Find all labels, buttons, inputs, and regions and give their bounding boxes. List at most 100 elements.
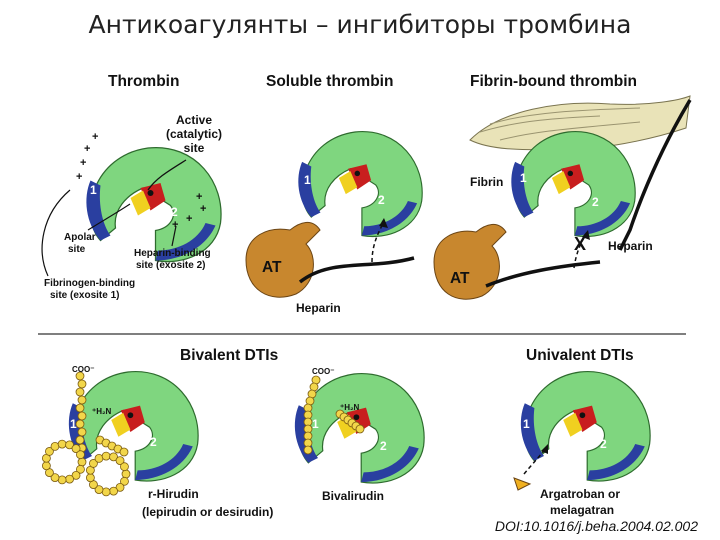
r-hirudin-label: r-Hirudin — [148, 487, 199, 501]
fibrin-clot — [469, 95, 692, 251]
peptide-bead — [77, 379, 87, 389]
svg-text:+: + — [196, 191, 202, 203]
svg-text:+: + — [80, 157, 86, 169]
hirudin-coo-label: COO⁻ — [72, 365, 94, 374]
fibrin-bound-thrombin-molecule: 1 2 — [510, 131, 636, 238]
svg-text:2: 2 — [600, 437, 607, 451]
peptide-bead — [75, 419, 85, 429]
peptide-bead — [89, 459, 98, 468]
peptide-bead — [71, 470, 81, 480]
active-site-pointer — [147, 159, 187, 191]
peptide-bead — [77, 411, 87, 421]
blocked-x-mark: X — [574, 234, 586, 254]
doi-citation: DOI:10.1016/j.beha.2004.02.002 — [494, 518, 698, 534]
peptide-bead — [115, 456, 125, 466]
header-soluble-thrombin: Soluble thrombin — [266, 73, 393, 90]
header-fibrin-bound-thrombin: Fibrin-bound thrombin — [470, 73, 637, 90]
argatroban-label-1: Argatroban or — [540, 487, 620, 501]
soluble-thrombin-molecule: 1 2 — [297, 131, 423, 238]
peptide-bead — [65, 440, 74, 450]
fibrinogen-site-pointer — [41, 189, 71, 277]
peptide-bead — [77, 457, 87, 467]
argatroban-molecule — [513, 477, 532, 491]
peptide-bead — [41, 461, 51, 471]
peptide-bead — [303, 445, 313, 455]
svg-text:1: 1 — [520, 171, 527, 185]
peptide-bead — [75, 403, 85, 413]
svg-text:+: + — [92, 131, 98, 143]
heparin-site-pointer — [171, 225, 177, 247]
peptide-bead — [75, 435, 85, 445]
svg-text:AT: AT — [262, 259, 282, 276]
svg-text:+: + — [172, 219, 178, 231]
fibrinogen-site-label-1: Fibrinogen-binding — [44, 278, 135, 289]
peptide-bead — [57, 439, 67, 449]
svg-text:1: 1 — [304, 173, 311, 187]
active-site-label-2: (catalytic) — [166, 127, 222, 141]
peptide-bead — [121, 469, 131, 479]
peptide-bead — [115, 482, 125, 492]
antithrombin-fibrin: AT — [433, 224, 507, 300]
apolar-label-1: Apolar — [64, 232, 96, 243]
slide-title: Антикоагулянты – ингибиторы тромбина — [88, 10, 632, 39]
argatroban-label-2: melagatran — [550, 503, 614, 517]
svg-text:+: + — [200, 203, 206, 215]
peptide-bead — [85, 473, 95, 483]
hirudin-h2n-label: ⁺H₂N — [92, 407, 112, 416]
heparin-arrow-fibrin — [573, 233, 587, 269]
peptide-bead — [75, 371, 85, 381]
thrombin-molecule-main: 1 2 — [85, 146, 222, 263]
bivalirudin-coo-label: COO⁻ — [312, 367, 334, 376]
thrombin-molecule-argatroban: 1 2 — [520, 370, 651, 482]
exosite-2-label: 2 — [171, 205, 178, 219]
header-bivalent-dtis: Bivalent DTIs — [180, 347, 278, 364]
heparin-site-label-2: site (exosite 2) — [136, 260, 205, 271]
thrombin-molecule-bivalirudin: 1 2 — [294, 372, 425, 484]
svg-text:2: 2 — [380, 439, 387, 453]
peptide-bead — [355, 424, 365, 434]
peptide-bead — [101, 451, 111, 461]
peptide-bead — [65, 474, 74, 484]
apolar-label-2: site — [68, 244, 86, 255]
peptide-bead — [71, 444, 81, 454]
peptide-bead — [109, 452, 118, 462]
peptide-bead — [50, 473, 60, 482]
peptide-bead — [76, 450, 85, 460]
fibrin-label: Fibrin — [470, 175, 503, 189]
peptide-bead — [45, 447, 54, 456]
bivalirudin-bead-chain — [303, 375, 365, 455]
peptide-bead — [76, 464, 85, 474]
active-site-label-3: site — [184, 141, 205, 155]
peptide-bead — [75, 387, 85, 397]
svg-text:+: + — [76, 171, 82, 183]
peptide-bead — [109, 486, 118, 496]
peptide-bead — [94, 485, 104, 494]
svg-text:2: 2 — [378, 193, 385, 207]
heparin-site-label-1: Heparin-binding — [134, 248, 211, 259]
antithrombin-soluble: AT — [245, 222, 321, 298]
svg-text:2: 2 — [592, 195, 599, 209]
svg-text:+: + — [84, 143, 90, 155]
heparin-chain-soluble — [298, 256, 415, 284]
svg-text:+: + — [186, 213, 192, 225]
header-univalent-dtis: Univalent DTIs — [526, 347, 634, 364]
exosite-1-label: 1 — [90, 183, 97, 197]
heparin-label-soluble: Heparin — [296, 301, 341, 315]
plus-charges: + + + + + + + + — [76, 131, 206, 231]
hirudin-bead-chain — [41, 371, 131, 497]
heparin-chain-fibrin — [485, 260, 601, 288]
heparin-label-fibrin: Heparin — [608, 239, 653, 253]
peptide-bead — [77, 395, 87, 405]
active-site-label-1: Active — [176, 113, 212, 127]
apolar-pointer — [87, 203, 131, 231]
peptide-bead — [120, 462, 129, 472]
fibrinogen-site-label-2: site (exosite 1) — [50, 290, 119, 301]
r-hirudin-sublabel: (lepirudin or desirudin) — [142, 505, 273, 519]
peptide-bead — [119, 447, 129, 457]
header-thrombin: Thrombin — [108, 73, 179, 90]
svg-text:1: 1 — [523, 417, 530, 431]
svg-text:2: 2 — [150, 435, 157, 449]
peptide-bead — [77, 427, 87, 437]
svg-text:1: 1 — [312, 417, 319, 431]
